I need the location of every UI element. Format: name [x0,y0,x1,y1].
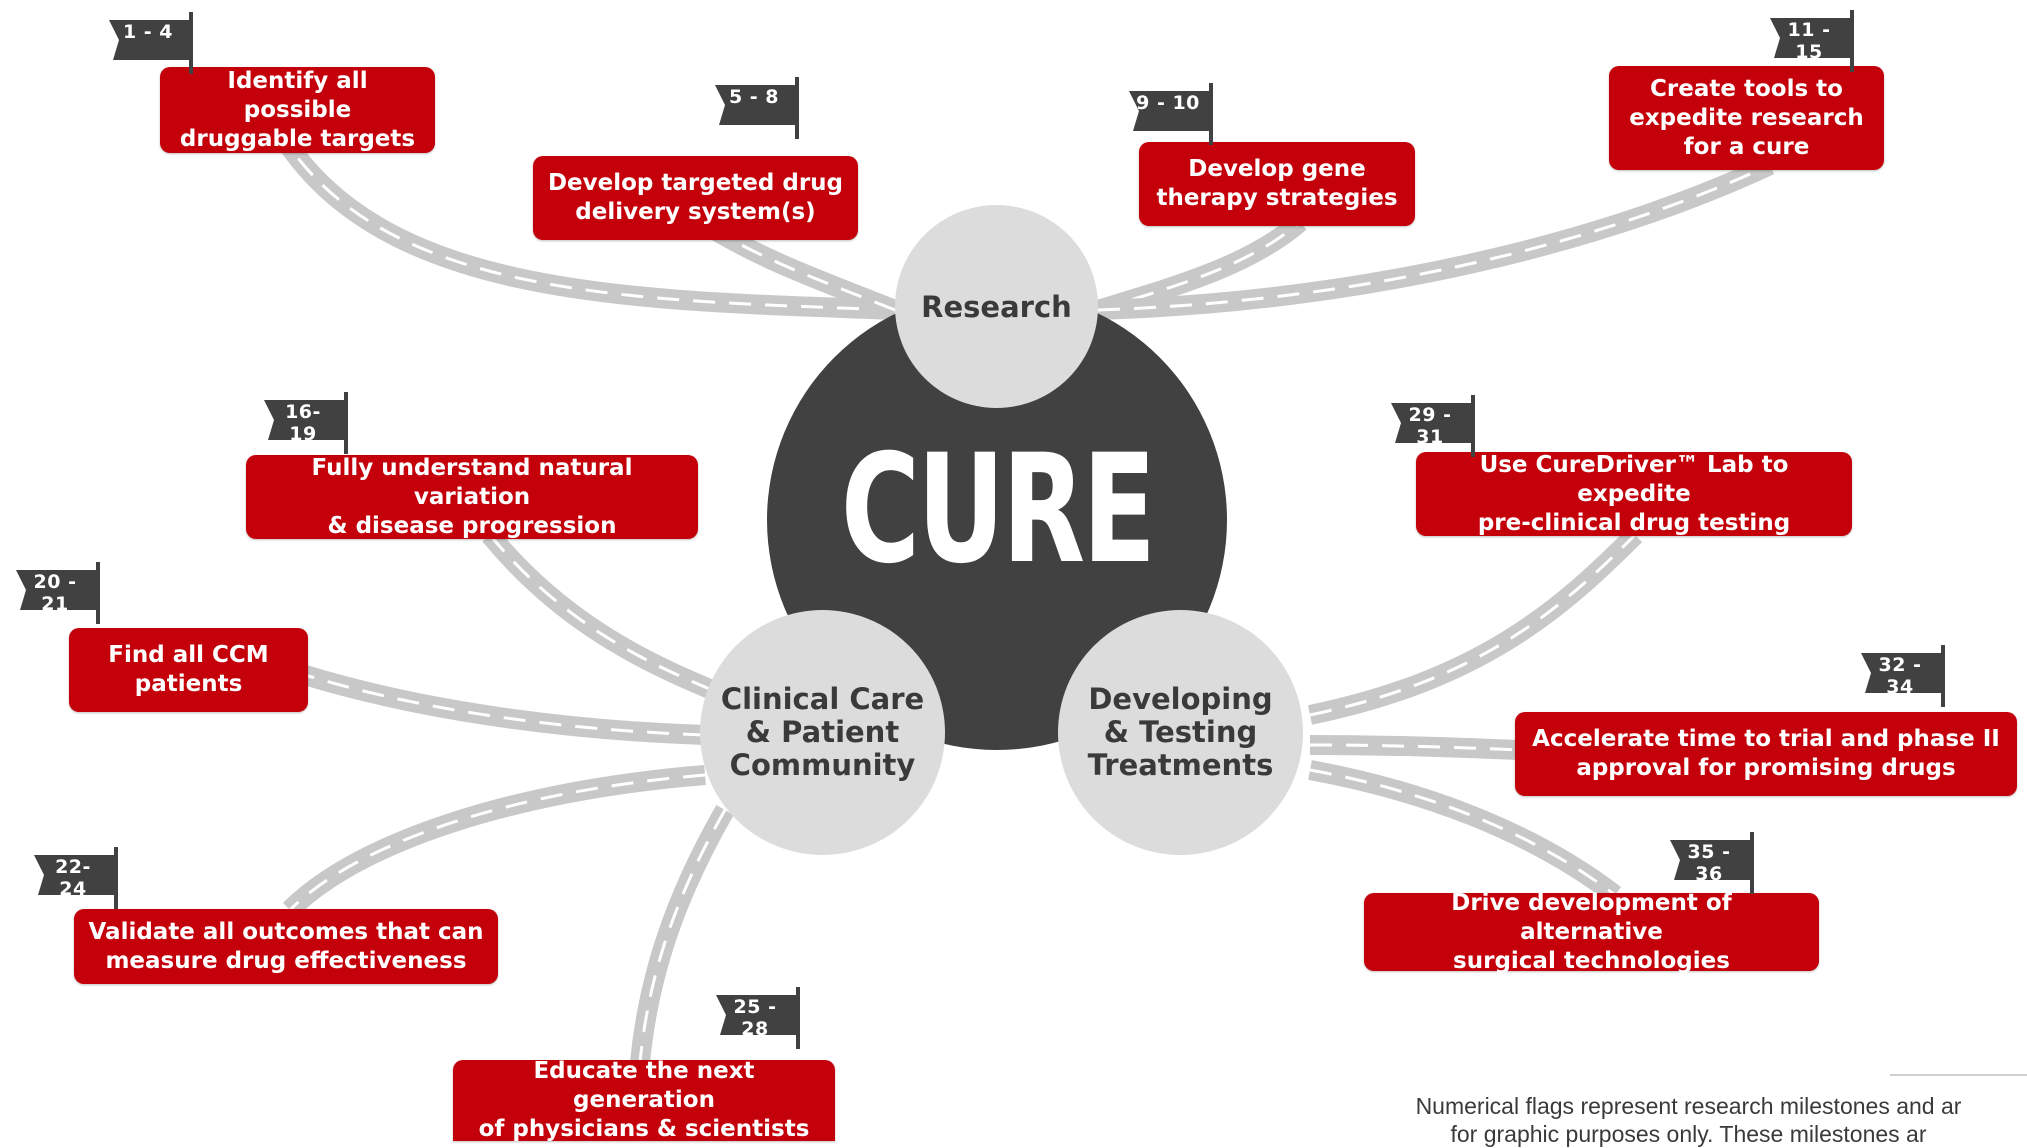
goal-text-line1: Fully understand natural variation [311,454,633,510]
flag-label: 20 - 21 [33,571,77,615]
goal-box-drug-delivery: Develop targeted drug delivery system(s) [533,156,858,240]
goal-box-find-patients: Find all CCM patients [69,628,308,712]
flag-label: 16- 19 [285,401,321,445]
flag-label: 35 - 36 [1687,841,1731,885]
hub-research: Research [895,205,1098,408]
milestone-flag-25-28: 25 - 28 [714,987,806,1049]
goal-text-line1: Use CureDriver™ Lab to expedite [1479,451,1789,507]
milestone-flag-20-21: 20 - 21 [14,562,106,624]
goal-text-line1: Validate all outcomes that can [88,918,484,945]
road-validate-outcomes [282,765,706,918]
goal-text-line2: patients [134,671,243,697]
goal-text-line1: Identify all possible [227,67,368,123]
hub-clinical-line3: Community [729,748,916,782]
goal-text-line2: delivery system(s) [575,199,816,225]
goal-box-gene-therapy: Develop gene therapy strategies [1139,142,1415,226]
footnote-line2: for graphic purposes only. These milesto… [1450,1121,1927,1147]
flag-label: 22- 24 [55,856,91,900]
flag-icon [1770,10,1854,72]
milestone-flag-11-15: 11 - 15 [1768,10,1860,72]
goal-text-line1: Accelerate time to trial and phase II [1532,726,2000,752]
flag-label: 25 - 28 [733,996,777,1040]
hub-developing-testing: Developing & Testing Treatments [1058,610,1303,855]
goal-text-line2: druggable targets [179,125,416,152]
road-find-patients [302,665,706,745]
flag-icon [34,847,118,909]
hub-clinical-line2: & Patient [745,715,900,749]
footnote-divider [1890,1074,2027,1076]
road-educate [630,805,734,1063]
hub-clinical-line1: Clinical Care [720,682,925,716]
flag-label: 32 - 34 [1878,654,1922,698]
milestone-flag-5-8: 5 - 8 [713,77,805,139]
flag-label: 9 - 10 [1136,92,1200,114]
flag-icon [1861,645,1945,707]
goal-text-line2: of physicians & scientists [478,1116,810,1142]
flag-label: 1 - 4 [122,21,174,43]
goal-box-create-tools: Create tools to expedite research for a … [1609,66,1884,170]
goal-text-line1: Drive development of alternative [1451,889,1732,945]
flag-icon [264,392,348,454]
flag-label: 11 - 15 [1787,19,1831,63]
goal-text-line1: Educate the next generation [533,1058,755,1113]
flag-icon [109,12,193,74]
hub-developing-line3: Treatments [1087,748,1274,782]
flag-label: 5 - 8 [728,86,780,108]
hub-clinical-care: Clinical Care & Patient Community [700,610,945,855]
milestone-flag-9-10: 9 - 10 [1127,83,1219,145]
flag-icon [1391,395,1475,457]
goal-text-line2: approval for promising drugs [1576,755,1956,781]
goal-text-line2: pre-clinical drug testing [1477,509,1791,536]
goal-box-identify-targets: Identify all possible druggable targets [160,67,435,153]
flag-icon [715,77,799,139]
milestone-flag-29-31: 29 - 31 [1389,395,1481,457]
hub-research-label: Research [921,289,1072,324]
footnote-line1: Numerical flags represent research miles… [1415,1093,1962,1119]
goal-text-line2: measure drug effectiveness [105,947,467,974]
road-create-tools [1097,155,1775,320]
flag-icon [716,987,800,1049]
cure-label: CURE [840,423,1156,597]
goal-text-line1: Find all CCM [108,642,269,668]
goal-text-line1: Develop targeted drug [547,170,844,196]
flag-icon [1670,832,1754,894]
milestone-flag-35-36: 35 - 36 [1668,832,1760,894]
goal-text-line2: surgical technologies [1453,947,1730,974]
goal-text-line3: for a cure [1683,133,1810,160]
goal-text-line1: Create tools to [1650,75,1843,102]
goal-box-validate-outcomes: Validate all outcomes that can measure d… [74,909,498,984]
goal-text-line2: therapy strategies [1156,185,1398,211]
road-identify-targets [276,134,896,320]
goal-box-accelerate-trial: Accelerate time to trial and phase II ap… [1515,712,2017,796]
goal-text-line2: expedite research [1629,104,1864,131]
footnote: Numerical flags represent research miles… [1350,1092,2027,1148]
road-natural-variation [482,528,716,700]
goal-box-natural-variation: Fully understand natural variation & dis… [246,455,698,539]
goal-box-surgical-tech: Drive development of alternative surgica… [1364,890,1819,974]
milestone-flag-32-34: 32 - 34 [1859,645,1951,707]
road-curedriver [1307,527,1643,725]
milestone-flag-16-19: 16- 19 [262,392,354,454]
flag-icon [16,562,100,624]
road-accelerate-trial [1309,735,1521,760]
flag-icon [1129,83,1213,145]
goal-text-line1: Develop gene [1188,156,1366,182]
hub-developing-line2: & Testing [1103,715,1258,749]
milestone-flag-22-24: 22- 24 [32,847,124,909]
goal-box-educate: Educate the next generation of physician… [453,1058,835,1142]
milestone-flag-1-4: 1 - 4 [107,12,199,74]
goal-box-curedriver: Use CureDriver™ Lab to expedite pre-clin… [1416,452,1852,536]
hub-developing-line1: Developing [1088,682,1273,716]
road-surgical-tech [1308,760,1622,903]
flag-label: 29 - 31 [1408,404,1452,448]
goal-text-line2: & disease progression [327,512,617,539]
